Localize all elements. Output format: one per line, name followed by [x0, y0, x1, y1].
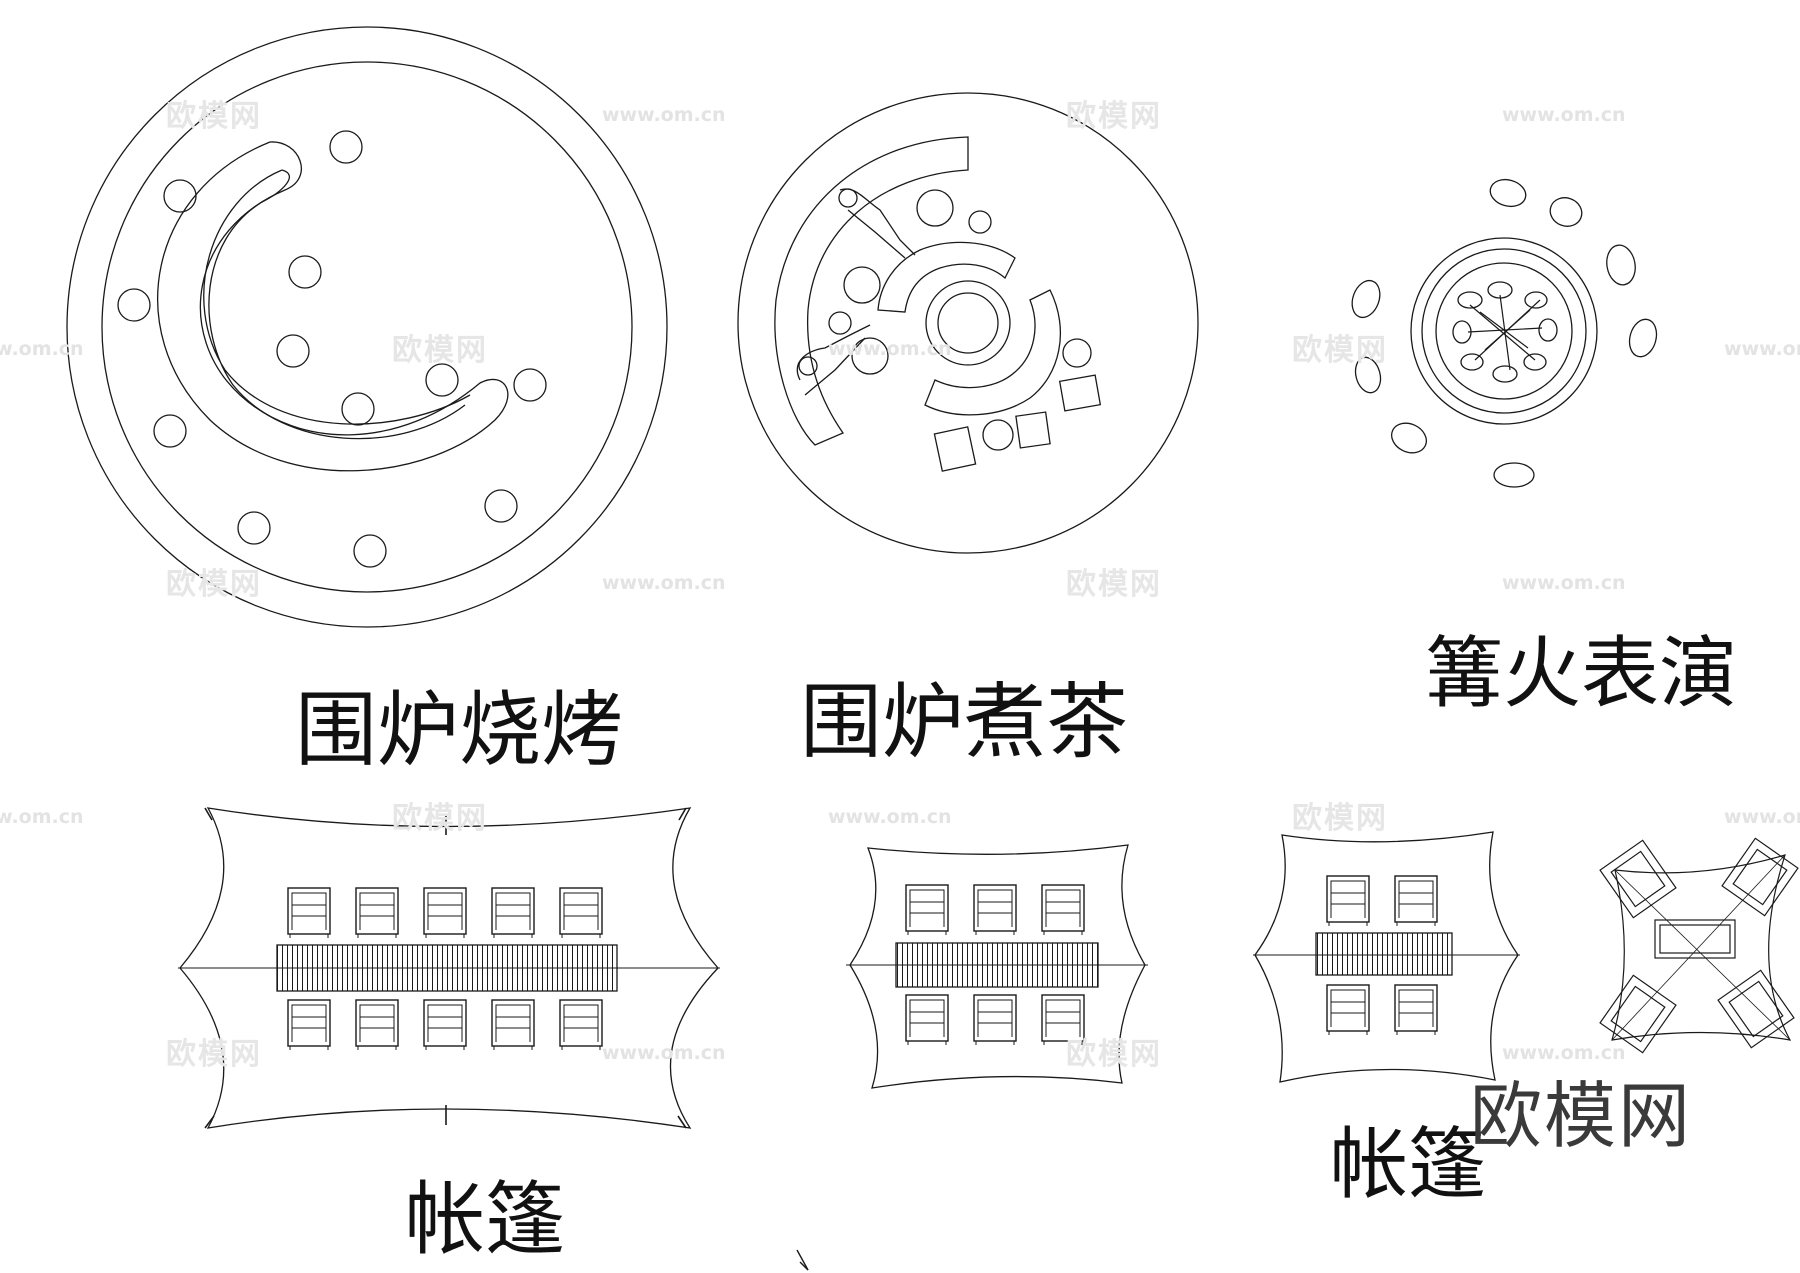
tent-large-table	[276, 944, 618, 992]
tea-chairs	[933, 374, 1102, 472]
canopy-chairs	[1599, 837, 1799, 1054]
tent-large-canopy	[179, 807, 719, 1129]
tent-large-plan	[178, 807, 720, 1129]
label-bonfire: 篝火表演	[1425, 629, 1738, 719]
canopy-sail	[1611, 854, 1792, 1041]
tent-small-table	[1315, 932, 1453, 976]
label-bbq: 围炉烧烤	[295, 683, 624, 778]
brand-logo: 欧模网	[1470, 1074, 1693, 1158]
canopy-four-chairs-plan	[1599, 837, 1799, 1054]
bottom-mark	[796, 1249, 809, 1271]
label-tent-right: 帐篷	[1330, 1120, 1487, 1210]
tent-small-plan	[1253, 831, 1520, 1083]
label-tea: 围炉煮茶	[800, 675, 1129, 770]
tea-people	[796, 188, 916, 396]
tea-plan	[737, 92, 1199, 554]
bonfire-plan	[1351, 178, 1658, 488]
bonfire-outer-rocks	[1351, 178, 1658, 488]
tea-inner-arc-b	[924, 289, 1062, 416]
bbq-crescent-bench-inner	[203, 169, 471, 440]
bbq-seat-stools	[117, 130, 547, 568]
bbq-plan	[66, 26, 668, 628]
tea-arc-bench	[774, 136, 969, 446]
tea-stove	[925, 280, 1011, 366]
label-tent-left: 帐篷	[405, 1173, 565, 1266]
tent-medium-canopy	[849, 844, 1146, 1089]
tent-medium-table	[895, 942, 1099, 988]
bonfire-inner-stones	[1452, 281, 1558, 383]
bonfire-logs	[1467, 294, 1543, 371]
bbq-crescent-bench-outer	[157, 141, 509, 472]
canopy-table	[1654, 919, 1736, 959]
tent-medium-plan	[846, 844, 1148, 1089]
tea-inner-arc-a	[877, 241, 1016, 313]
tea-seat-stools	[828, 189, 1092, 451]
